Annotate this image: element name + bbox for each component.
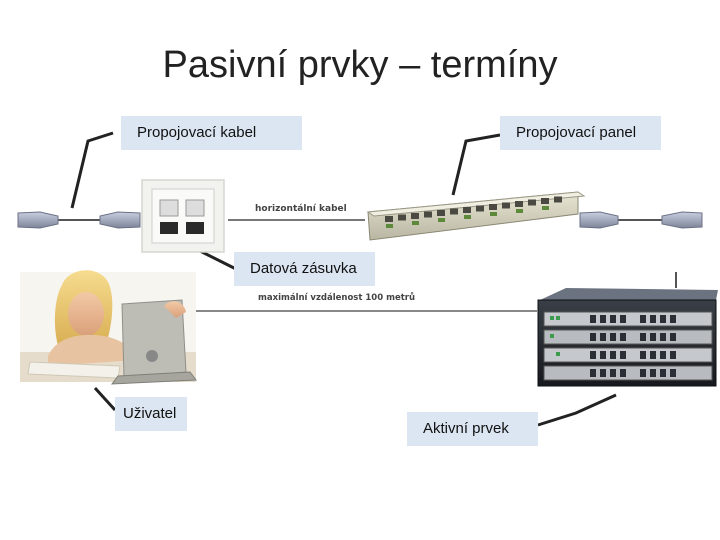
label-active-device: Aktivní prvek	[407, 412, 538, 446]
callout-line-patch-cable	[70, 131, 114, 209]
max-distance-text: maximální vzdálenost 100 metrů	[258, 292, 415, 303]
callout-line-active-device-bottom	[537, 393, 617, 427]
patch-cable-right	[579, 211, 703, 229]
label-wall-outlet: Datová zásuvka	[234, 252, 375, 286]
label-user: Uživatel	[115, 397, 187, 431]
page-title: Pasivní prvky – termíny	[162, 44, 558, 86]
label-patch-cable: Propojovací kabel	[121, 116, 302, 150]
wall-outlet-image	[141, 179, 225, 253]
patch-panel-image	[366, 191, 586, 241]
patch-cable-left	[17, 211, 141, 229]
horizontal-cable-text: horizontální kabel	[255, 204, 347, 214]
label-patch-panel: Propojovací panel	[500, 116, 661, 150]
user-photo	[20, 270, 197, 385]
active-device-image	[537, 288, 718, 387]
callout-line-user	[93, 386, 117, 412]
callout-line-patch-panel	[451, 133, 501, 196]
